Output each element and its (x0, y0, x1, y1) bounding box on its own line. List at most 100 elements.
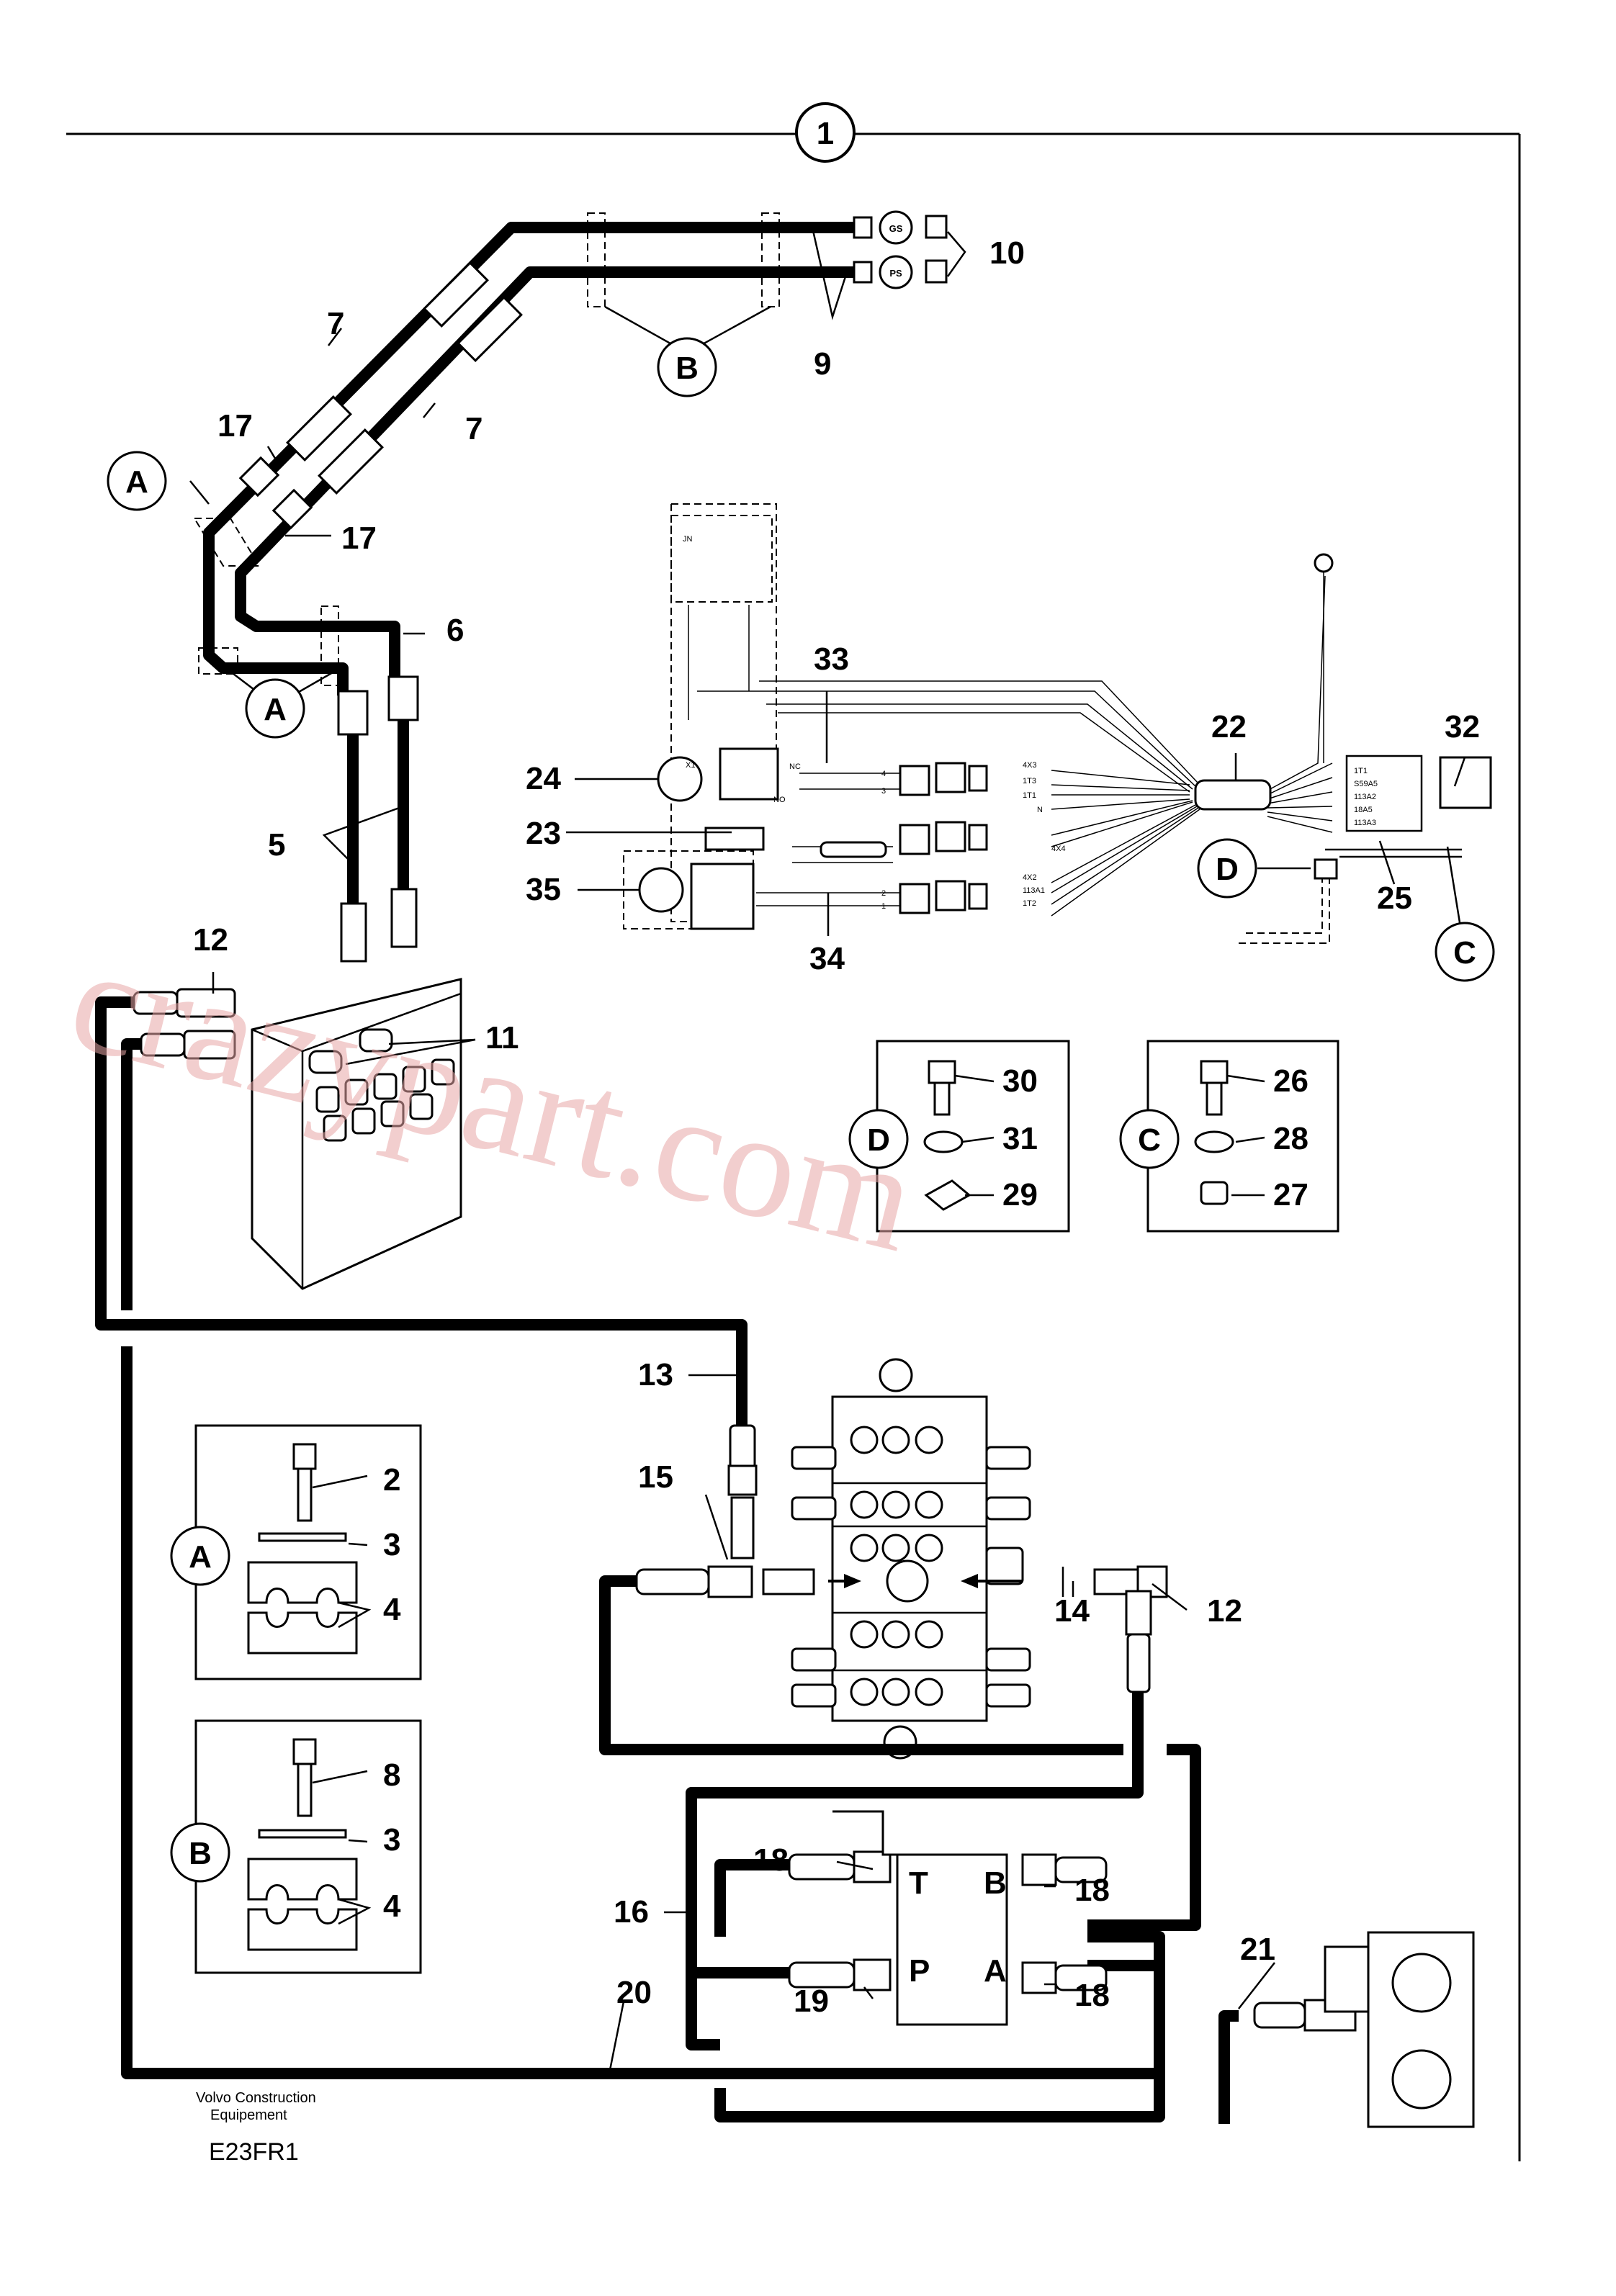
publisher-line2: Equipement (210, 2107, 287, 2123)
publisher-line1: Volvo Construction (196, 2090, 316, 2106)
wiring-label: JN (683, 535, 693, 544)
wiring-label: X1 (686, 761, 695, 770)
port-p: P (909, 1953, 930, 1989)
callout-d: D (1216, 852, 1239, 887)
wiring-label: 4X4 (1051, 845, 1066, 853)
header-number: 1 (817, 116, 834, 151)
part-callouts: 2 3 4 3 4 5 6 7 7 8 9 10 11 12 12 13 14 … (193, 235, 1480, 2019)
port-ps: PS (889, 268, 902, 279)
ps-plug (925, 259, 948, 284)
drawing-code: E23FR1 (209, 2138, 299, 2166)
callout-24: 24 (526, 761, 561, 796)
wiring-label: 4X2 (1023, 873, 1037, 882)
callout-33: 33 (814, 641, 849, 677)
port-gs: GS (889, 223, 903, 234)
callout-4-b: 4 (383, 1888, 401, 1924)
callout-3-b: 3 (383, 1822, 400, 1858)
ps-hose-end (853, 261, 873, 284)
detail-a-badge: A (189, 1539, 212, 1575)
wiring-label: 113A3 (1354, 819, 1376, 827)
callout-31: 31 (1002, 1121, 1038, 1156)
callout-8: 8 (383, 1757, 400, 1793)
port-t: T (909, 1865, 928, 1901)
wiring-label: N (1037, 806, 1043, 814)
valve-hoses (599, 1424, 1357, 2124)
callout-14: 14 (1054, 1593, 1090, 1629)
callout-badges: B A A D C (107, 337, 1495, 982)
callout-12-lower: 12 (1207, 1593, 1242, 1629)
header-number-badge: 1 (795, 102, 856, 163)
port-b: B (984, 1865, 1007, 1901)
callout-21: 21 (1240, 1932, 1275, 1967)
wiring-label: 1T3 (1023, 777, 1036, 785)
callout-11: 11 (485, 1020, 519, 1055)
callout-20: 20 (616, 1975, 652, 2010)
callout-b: B (675, 351, 699, 386)
wiring-label: 1T1 (1023, 791, 1036, 800)
callout-28: 28 (1273, 1121, 1308, 1156)
electrical-harness: JN X1 NC NO 4X3 1T3 1T1 N 4X4 4X2 113A1 … (623, 503, 1492, 944)
callout-19: 19 (794, 1984, 829, 2019)
callout-32: 32 (1445, 709, 1480, 744)
wiring-label: NC (789, 762, 801, 771)
wiring-label: 2 (881, 889, 886, 898)
callout-7-lower: 7 (465, 411, 482, 446)
detail-box-c: C (1119, 1040, 1339, 1233)
wiring-label: NO (773, 796, 786, 804)
callout-9: 9 (814, 346, 831, 382)
callout-3-a: 3 (383, 1527, 400, 1562)
upper-hoses: GS PS (193, 210, 948, 695)
detail-d-badge: D (867, 1122, 890, 1158)
callout-18-a: 18 (1074, 1978, 1110, 2013)
wiring-label: 1T2 (1023, 899, 1036, 908)
callout-4-a: 4 (383, 1592, 401, 1627)
callout-26: 26 (1273, 1063, 1308, 1099)
callout-25: 25 (1377, 881, 1412, 916)
port-a: A (984, 1953, 1007, 1989)
detail-b-badge: B (189, 1836, 212, 1871)
gs-hose-end (853, 216, 873, 239)
callout-16: 16 (614, 1894, 649, 1930)
callout-17-lower: 17 (341, 521, 377, 556)
wiring-label: 4X3 (1023, 761, 1037, 770)
detail-c-badge: C (1138, 1122, 1161, 1158)
pilot-valve-block (251, 978, 462, 1290)
wiring-label: 1 (881, 902, 886, 911)
callout-5: 5 (268, 827, 285, 863)
detail-box-b: B (170, 1719, 422, 1974)
callout-22: 22 (1211, 709, 1247, 744)
callout-a-upper: A (125, 464, 148, 500)
callout-13: 13 (638, 1357, 673, 1392)
callout-leaders (189, 227, 1466, 2074)
selector-valve: T P B A (832, 1810, 1008, 2026)
wiring-label: 1T1 (1354, 767, 1368, 775)
callout-17-upper: 17 (217, 408, 253, 444)
wiring-label: 113A1 (1023, 886, 1045, 895)
callout-6: 6 (446, 613, 464, 648)
wiring-label: 18A5 (1354, 806, 1373, 814)
callout-15: 15 (638, 1459, 673, 1495)
callout-10: 10 (989, 235, 1025, 271)
detail-box-d: D (848, 1040, 1070, 1233)
callout-29: 29 (1002, 1177, 1038, 1212)
wiring-label: S59A5 (1354, 780, 1378, 788)
detail-box-a: A (170, 1424, 422, 1680)
wiring-label: 4 (881, 770, 886, 778)
callout-7-upper: 7 (327, 306, 344, 341)
hoses-5 (337, 675, 419, 963)
callout-27: 27 (1273, 1177, 1308, 1212)
callout-30: 30 (1002, 1063, 1038, 1099)
gs-plug (925, 215, 948, 239)
callout-2: 2 (383, 1462, 400, 1498)
auxiliary-block (1324, 1931, 1475, 2128)
wiring-label: 113A2 (1354, 793, 1376, 801)
callout-a-lower: A (264, 692, 287, 727)
callout-c: C (1453, 935, 1476, 971)
callout-18-t: 18 (753, 1842, 789, 1878)
callout-18-b: 18 (1074, 1873, 1110, 1908)
callout-12-upper: 12 (193, 922, 228, 958)
wiring-label: 3 (881, 787, 886, 796)
main-control-valve (791, 1358, 1031, 1760)
callout-35: 35 (526, 872, 561, 907)
